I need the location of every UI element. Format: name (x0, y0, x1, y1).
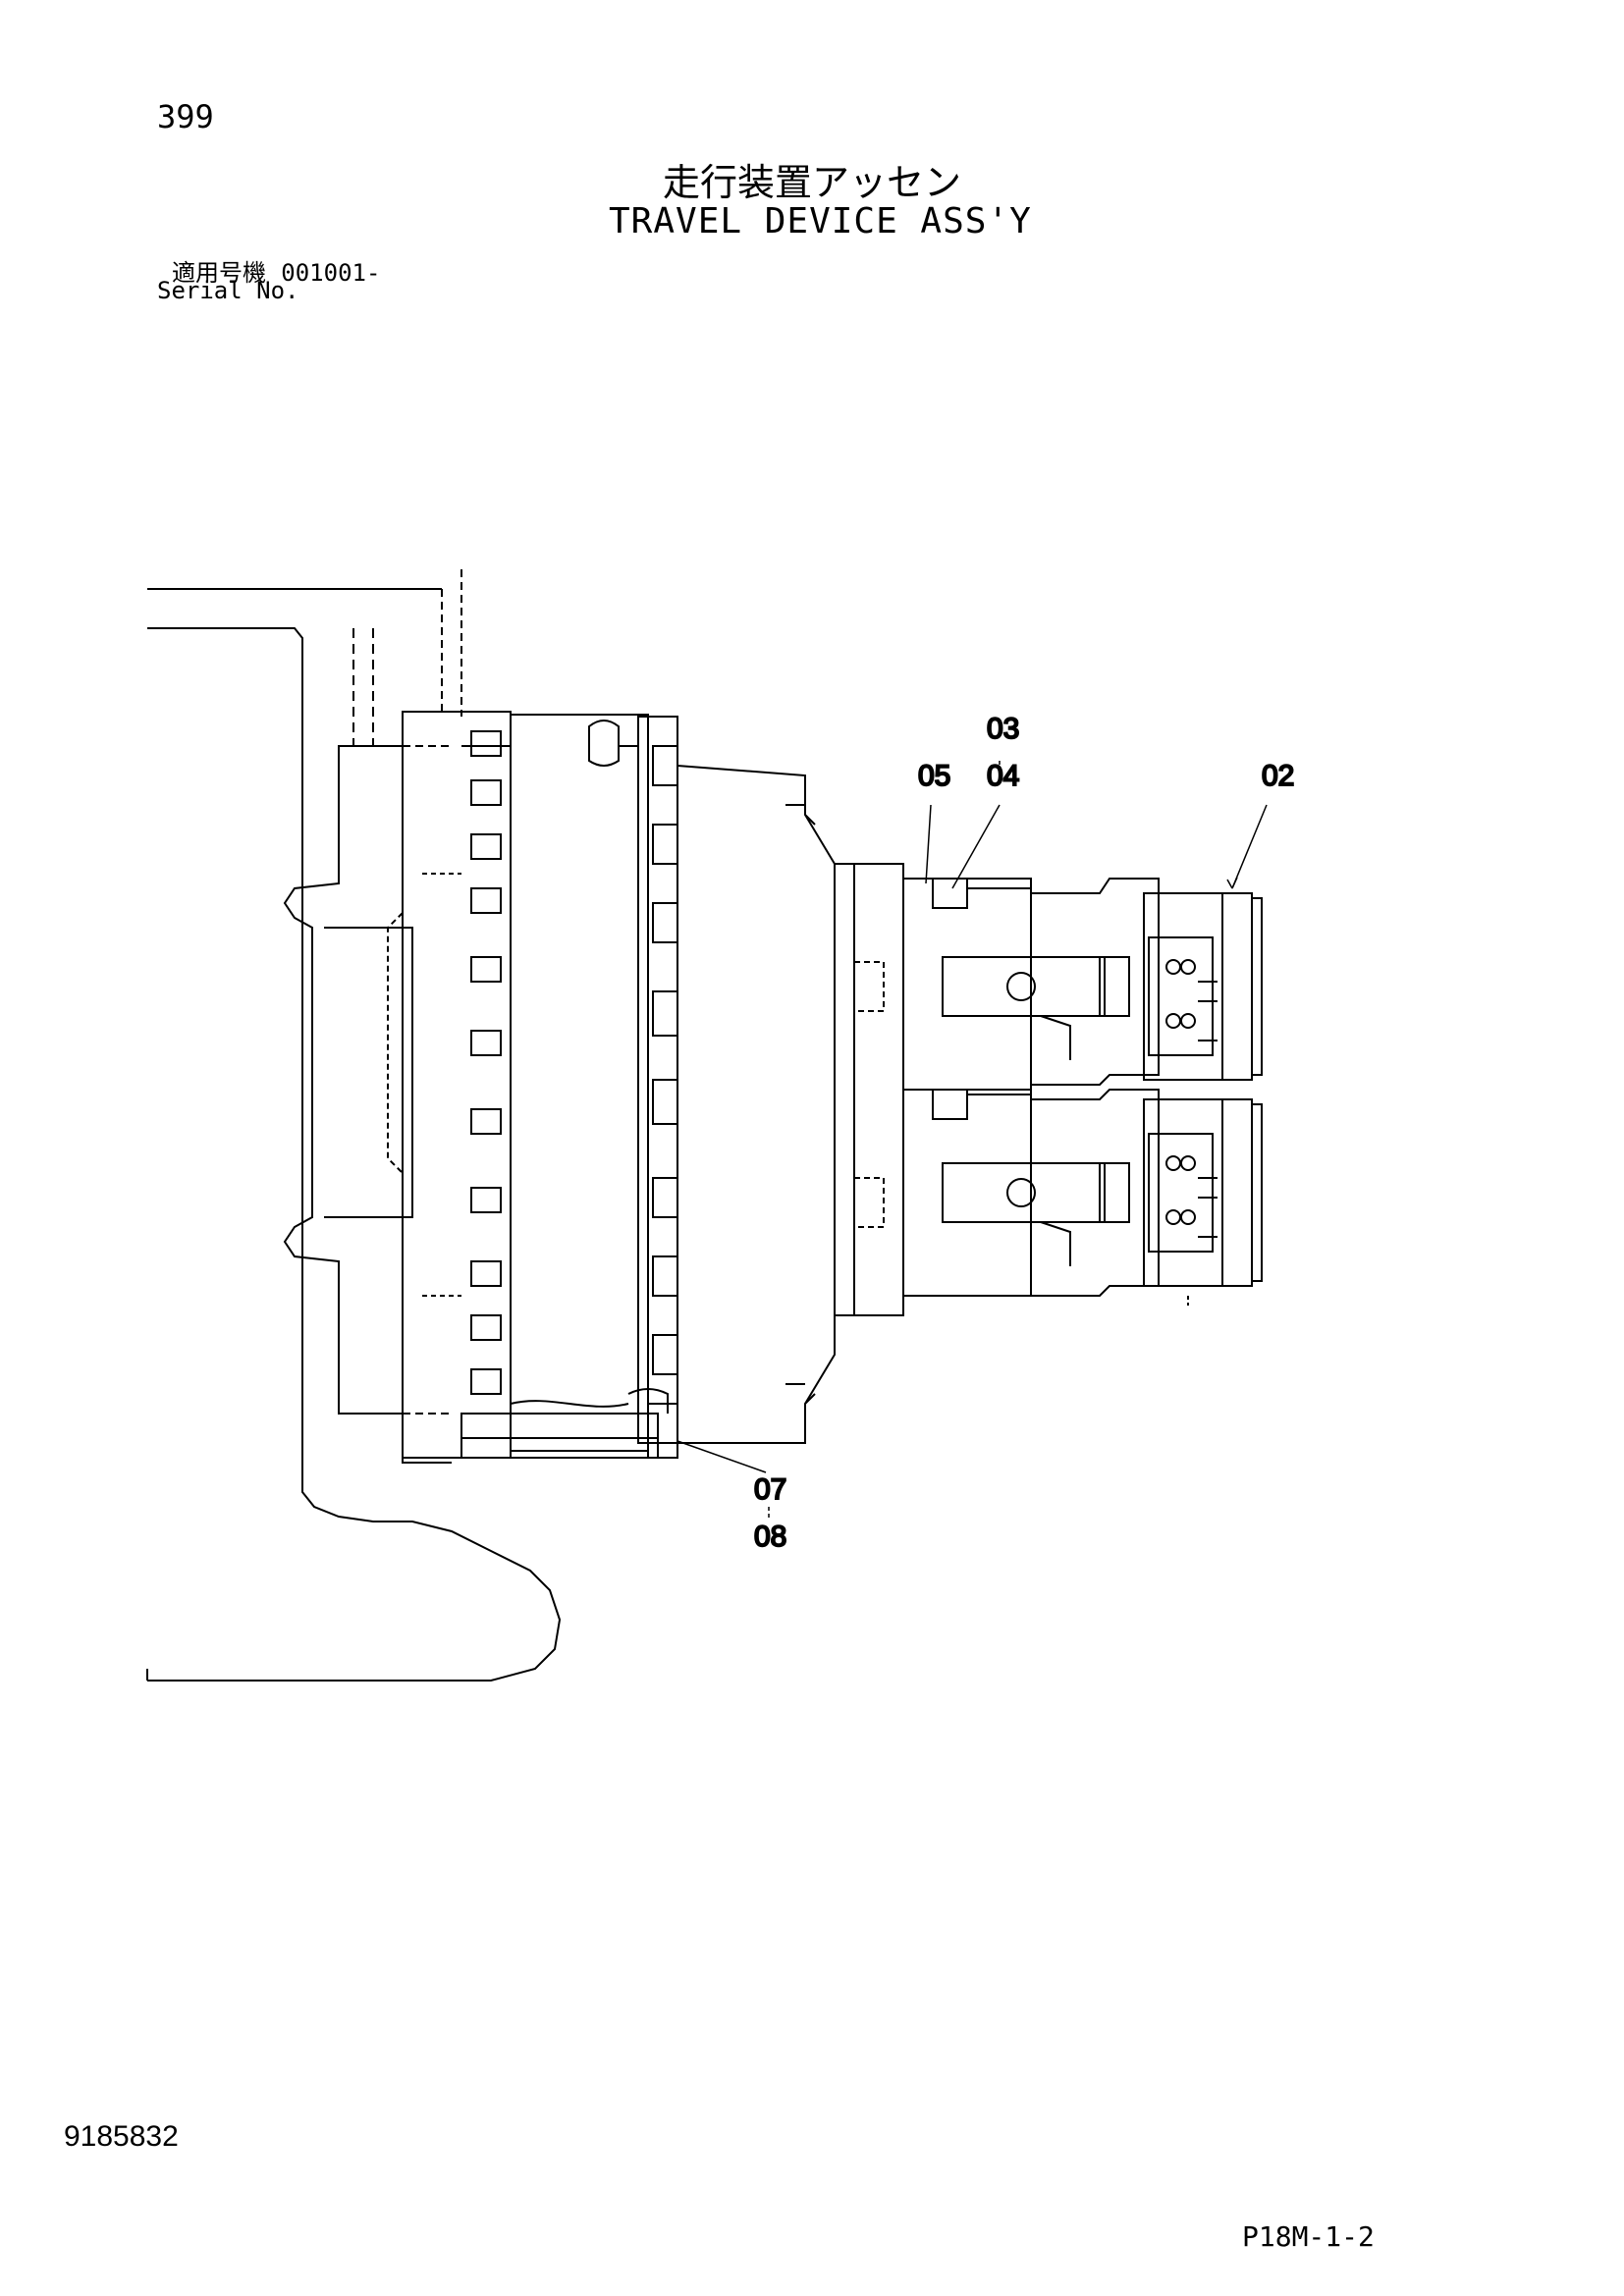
callout-02: 02 (1262, 760, 1294, 792)
page-number: 399 (157, 98, 214, 135)
travel-motor-lower (902, 1089, 1263, 1306)
serial-label-en: Serial No. (157, 277, 299, 304)
bolt-column-left (470, 730, 502, 1395)
callout-08: 08 (754, 1521, 786, 1553)
callout-04: 04 (987, 760, 1019, 792)
figure-code: P18M-1-2 (1242, 2220, 1375, 2253)
title-english: TRAVEL DEVICE ASS'Y (609, 201, 1032, 241)
adapter-plate (834, 863, 904, 1316)
callout-03: 03 (987, 713, 1019, 745)
leader-lines (677, 761, 1268, 1520)
serial-label-jp: 適用号機 (172, 259, 266, 287)
bottom-bolt (460, 1403, 678, 1459)
document-number: 9185832 (64, 2120, 179, 2153)
title-japanese: 走行装置アッセン (662, 161, 961, 204)
callout-05: 05 (918, 760, 950, 792)
travel-motor-upper (902, 878, 1263, 1091)
gear-housing (402, 711, 836, 1459)
serial-applicability: 適用号機 001001- (172, 253, 380, 288)
bolt-column-right (652, 745, 678, 1375)
frame-outline (146, 569, 562, 1682)
serial-range: 001001- (281, 259, 381, 287)
callout-07: 07 (754, 1473, 786, 1506)
